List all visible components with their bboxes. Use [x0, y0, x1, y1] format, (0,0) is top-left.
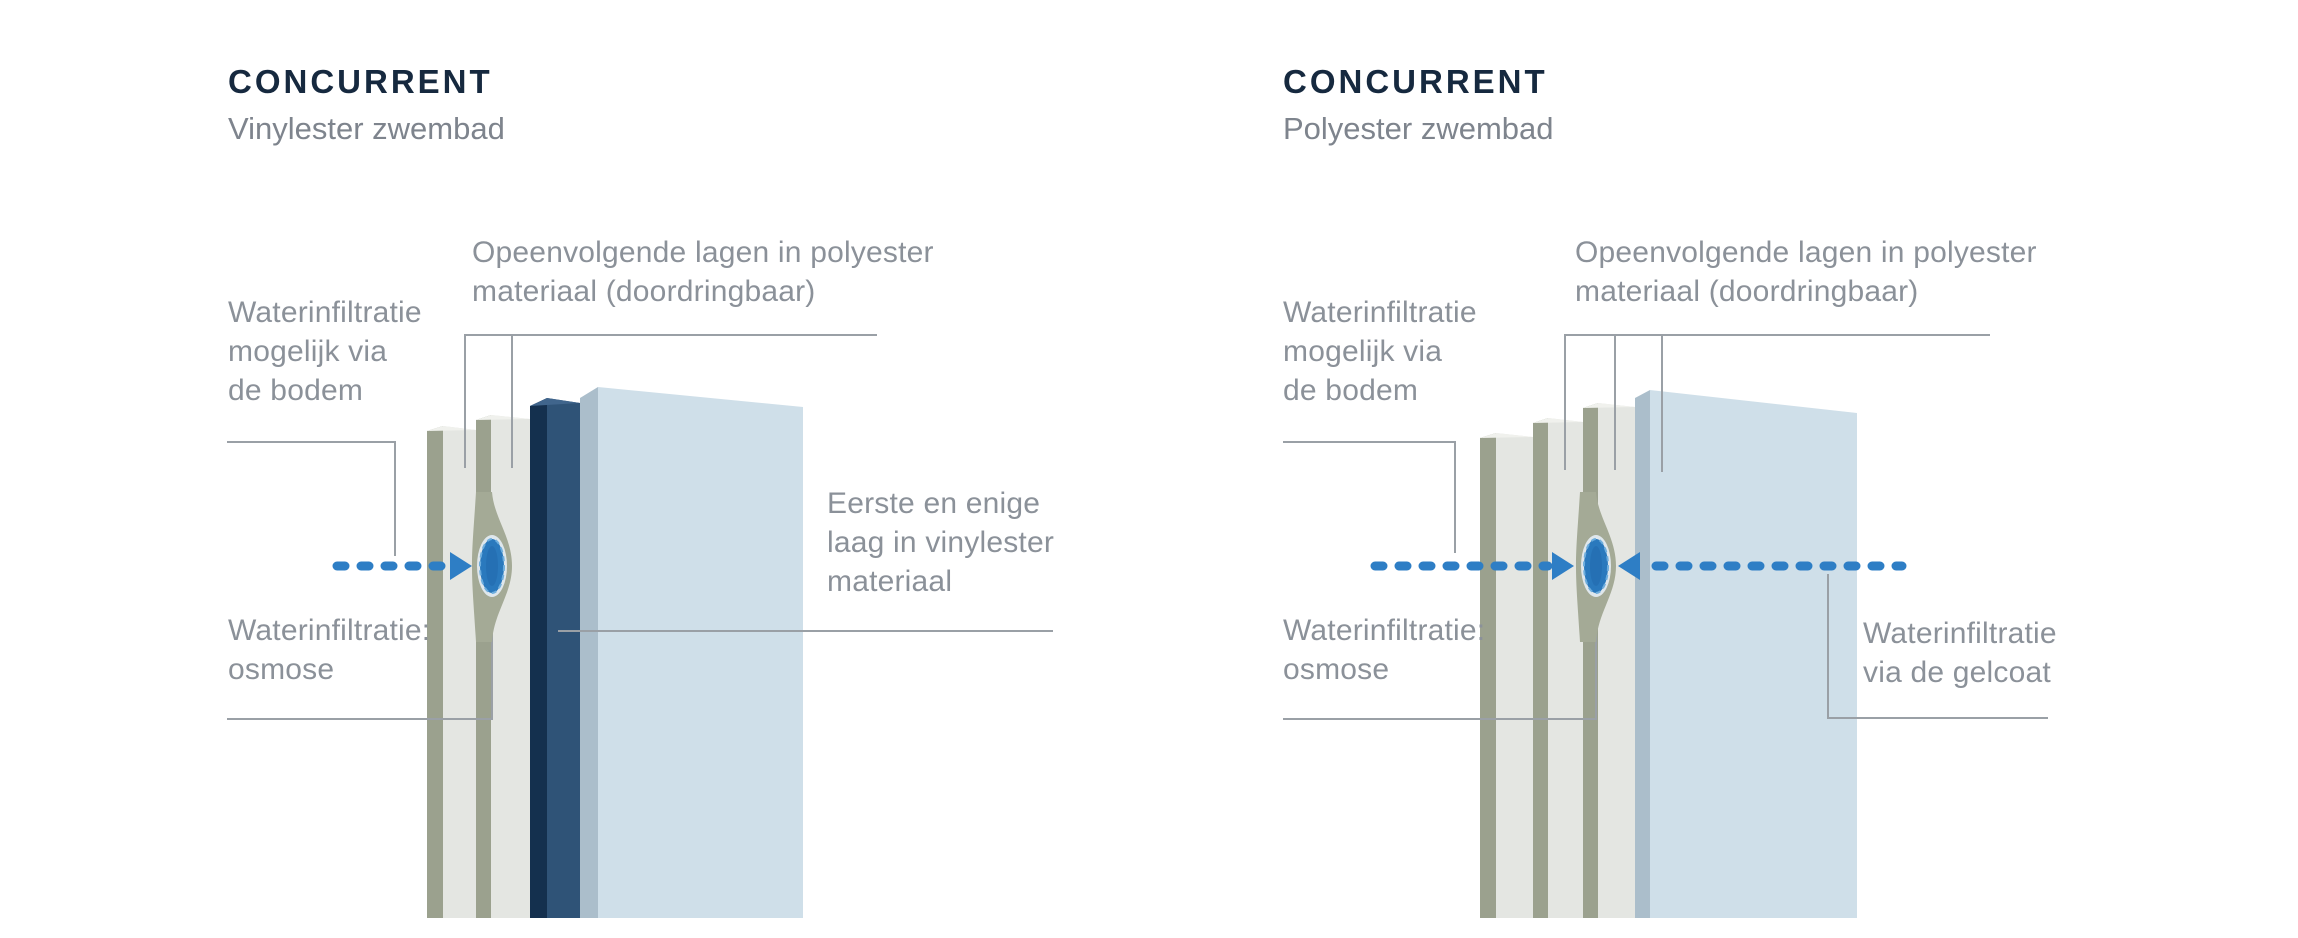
left-layer1-front: [443, 426, 476, 918]
right-title-block: CONCURRENT Polyester zwembad: [1283, 64, 1554, 147]
right-title: CONCURRENT: [1283, 63, 1548, 100]
right-water-side: [1635, 390, 1650, 918]
left-osmosis-group: [332, 492, 512, 642]
left-vinylester-top: [530, 398, 580, 406]
left-label-bodem: Waterinfiltratie mogelijk via de bodem: [228, 296, 422, 407]
left-title: CONCURRENT: [228, 63, 493, 100]
left-vinylester-front: [547, 398, 580, 918]
polyester-wall: [1480, 390, 1857, 918]
right-water-droplet: [1583, 538, 1609, 594]
left-title-block: CONCURRENT Vinylester zwembad: [228, 64, 505, 147]
right-layer3-front: [1598, 403, 1635, 918]
left-water-front: [598, 387, 803, 918]
right-label-bodem: Waterinfiltratie mogelijk via de bodem: [1283, 296, 1477, 407]
right-layer1-top: [1480, 433, 1533, 438]
right-gelcoat-pointer: [1827, 574, 2048, 719]
right-layer1-front: [1496, 433, 1533, 918]
right-layer1-side: [1480, 433, 1496, 918]
right-layer2-top: [1533, 418, 1583, 423]
left-layer1-top: [427, 426, 476, 431]
right-layer2-front: [1548, 418, 1583, 918]
left-water-droplet: [479, 538, 505, 594]
left-bodem-bracket: [227, 441, 396, 556]
right-osmosis-group: [1370, 492, 1907, 642]
right-layer2-side: [1533, 418, 1548, 918]
right-subtitle: Polyester zwembad: [1283, 111, 1554, 146]
polyester-annotations: [1283, 334, 2048, 720]
right-label-gelcoat: Waterinfiltratie via de gelcoat: [1863, 617, 2057, 689]
left-layer2-front: [491, 415, 530, 918]
vinylester-wall: [427, 387, 803, 918]
left-water-side: [580, 387, 598, 918]
left-label-inner-layer: Eerste en enige laag in vinylester mater…: [827, 487, 1055, 598]
right-layer3-top: [1583, 403, 1635, 408]
left-arrowhead-icon: [450, 552, 472, 580]
right-bodem-bracket: [1283, 441, 1456, 553]
right-water-front: [1650, 390, 1857, 918]
left-label-layers: Opeenvolgende lagen in polyester materia…: [472, 236, 934, 308]
left-vinylester-side: [530, 398, 547, 918]
left-layer2-top: [476, 415, 530, 420]
left-layer2-side: [476, 415, 491, 918]
right-arrowhead-right-icon: [1552, 552, 1574, 580]
right-layers-bracket: [1564, 334, 1990, 470]
left-subtitle: Vinylester zwembad: [228, 111, 505, 146]
left-label-osmose: Waterinfiltratie: osmose: [228, 614, 431, 686]
right-label-layers: Opeenvolgende lagen in polyester materia…: [1575, 236, 2037, 308]
right-droplet-core: [1590, 546, 1602, 586]
left-layers-bracket: [464, 334, 877, 468]
right-label-osmose: Waterinfiltratie: osmose: [1283, 614, 1486, 686]
left-droplet-core: [486, 546, 498, 586]
right-arrowhead-left-icon: [1618, 552, 1640, 580]
left-layer1-side: [427, 426, 443, 918]
